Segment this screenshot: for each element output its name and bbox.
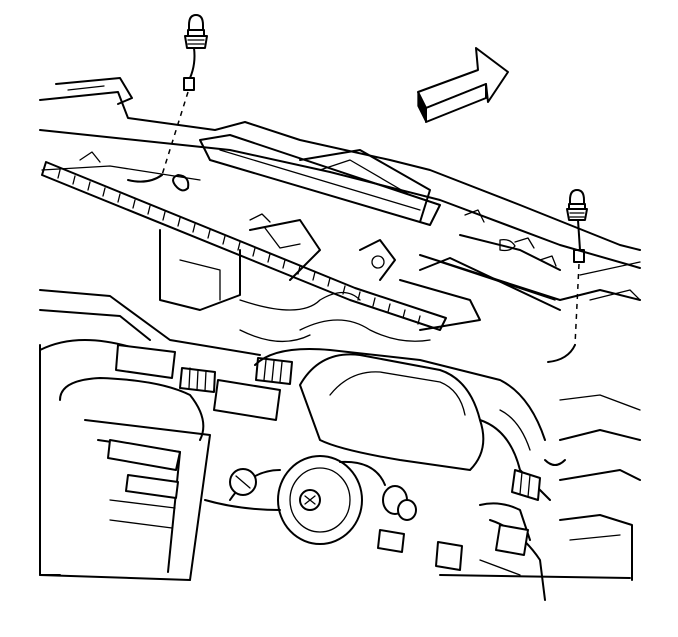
socket-icon [566, 208, 588, 221]
lower-dash [39, 289, 641, 601]
direction-arrow-icon [417, 47, 509, 123]
harness-clip-left [183, 77, 195, 91]
harness-wire-left [189, 47, 196, 79]
bulb-left [127, 14, 208, 183]
bulb-icon [187, 14, 205, 37]
socket-icon [184, 35, 208, 49]
right-controls [377, 394, 641, 601]
instrument-cluster [254, 348, 551, 501]
upper-panel-structure [39, 77, 641, 343]
center-vents [115, 344, 293, 421]
harness-wire-right [577, 219, 581, 251]
bulb-right [547, 189, 588, 363]
steering-wheel-hub [229, 455, 386, 545]
bulb-icon [568, 189, 586, 210]
center-stack [59, 377, 281, 581]
